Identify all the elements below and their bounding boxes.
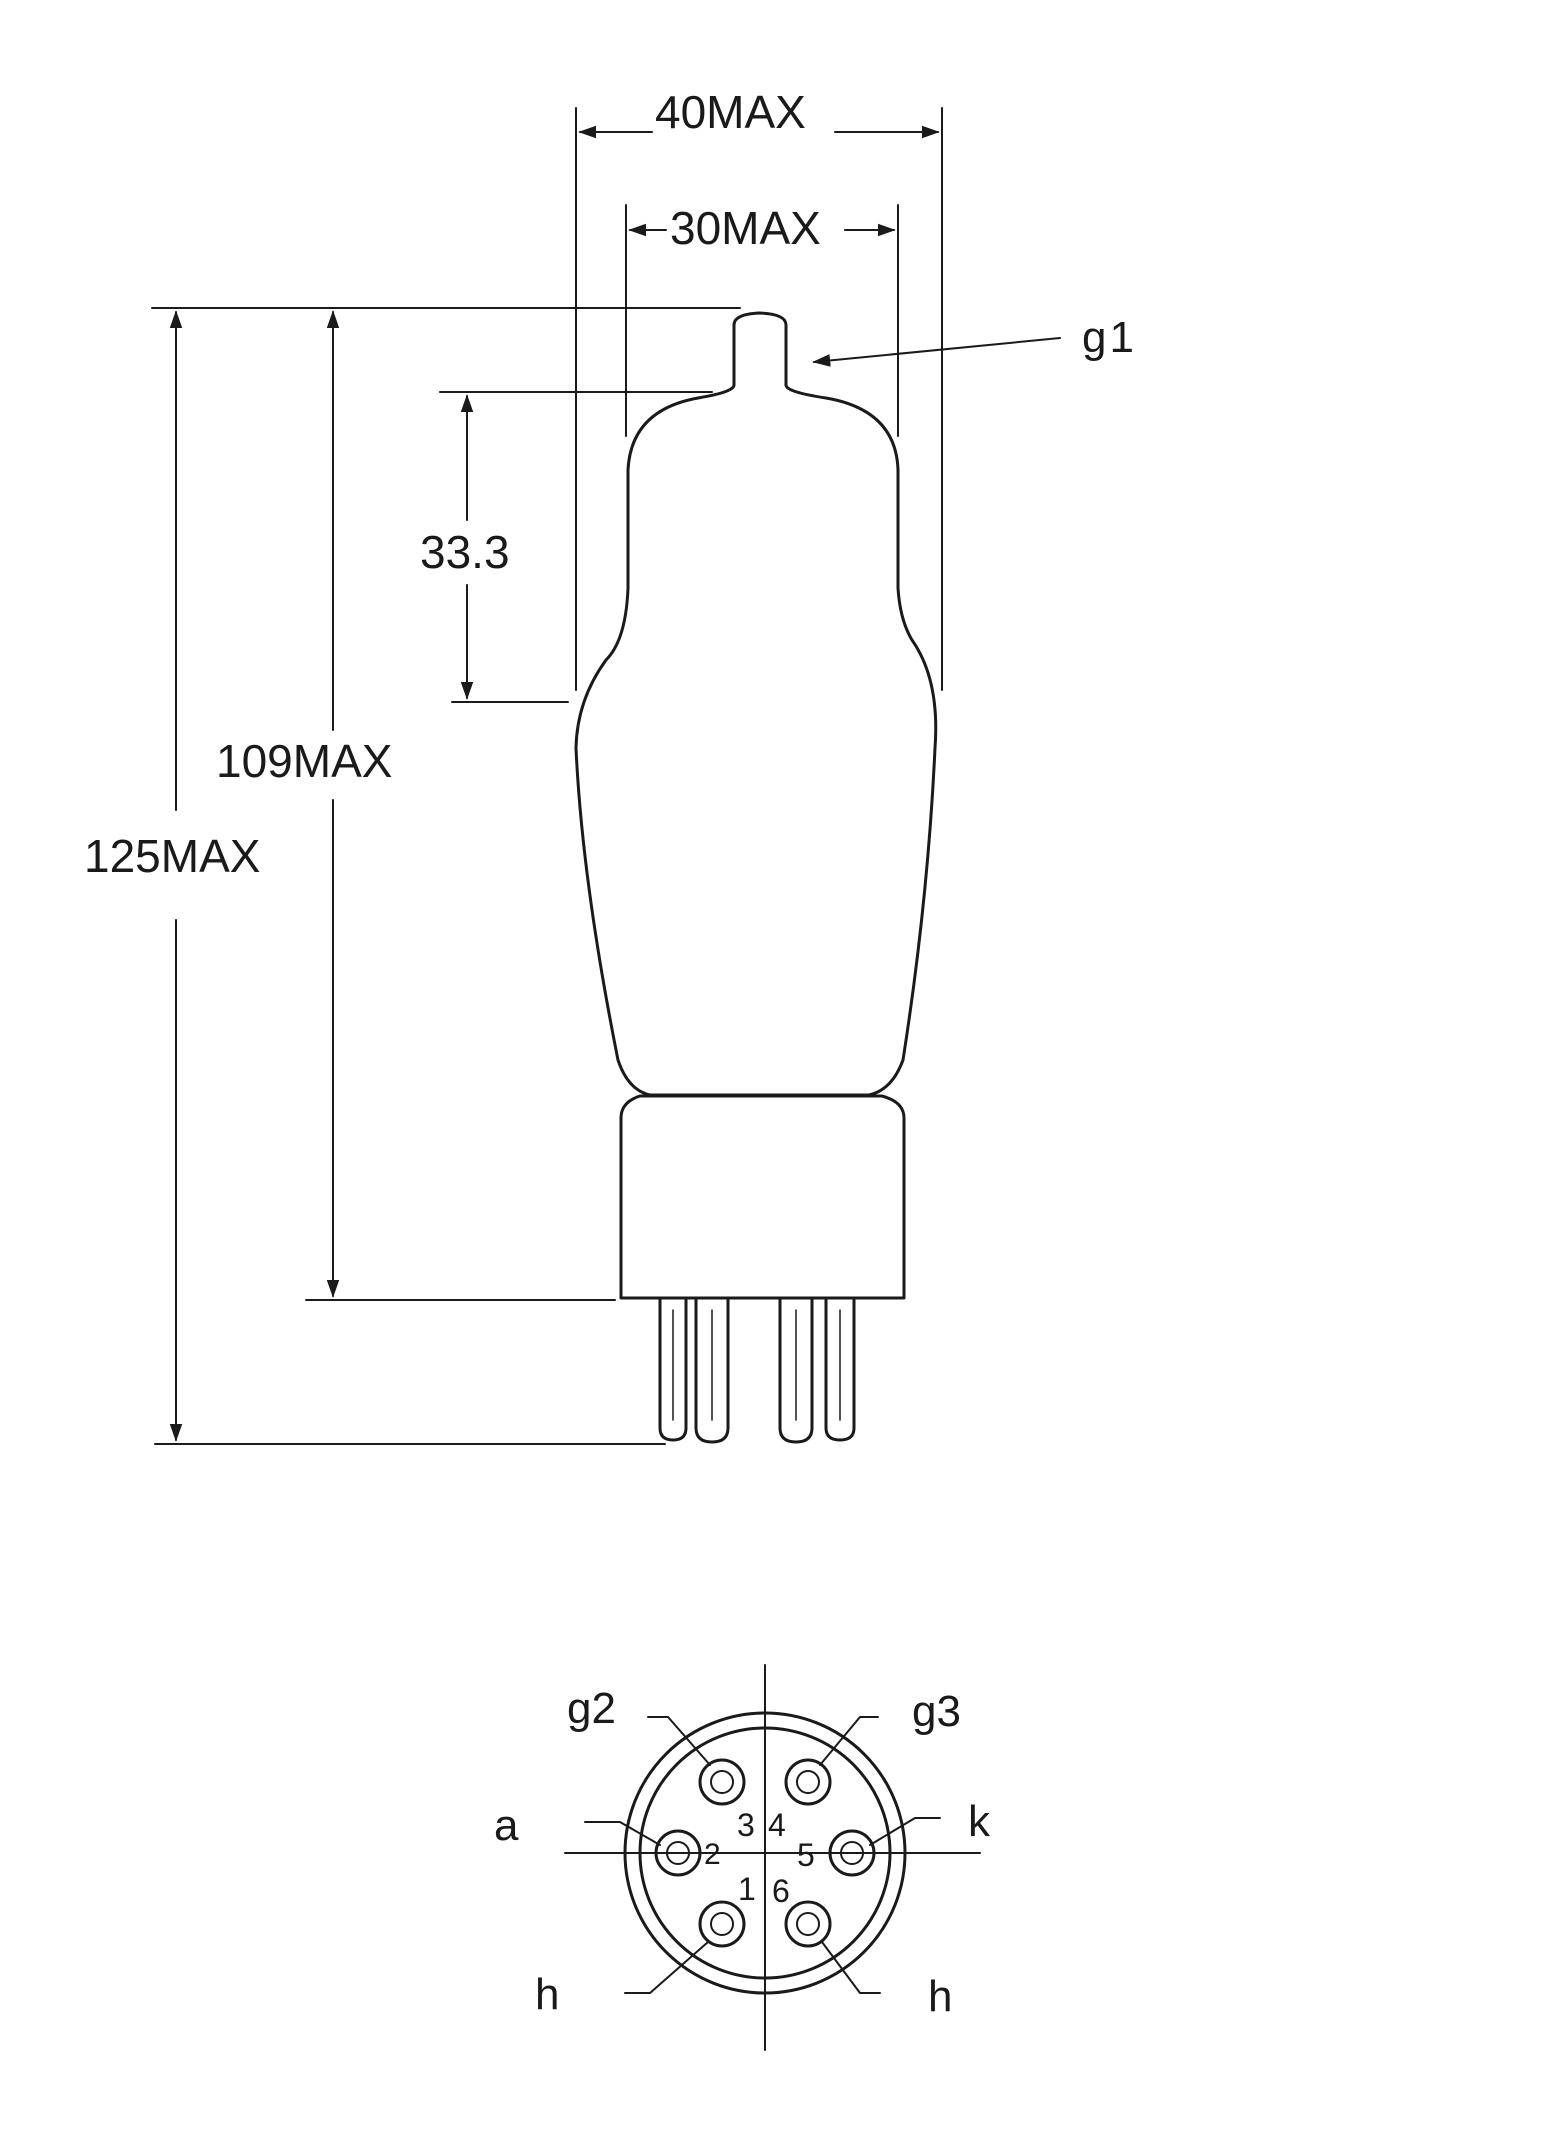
pin-label-h-right: h [928, 1972, 952, 2021]
dim-shoulder-height: 33.3 [420, 526, 510, 578]
tube-body [574, 311, 938, 1444]
pin-number-1: 1 [738, 1871, 756, 1907]
pin-2-circle [654, 1829, 702, 1877]
pin-number-4: 4 [768, 1807, 786, 1843]
dim-overall-width: 40MAX [655, 86, 806, 138]
pin-6-circle [784, 1900, 832, 1948]
pin-3-circle [698, 1758, 746, 1806]
pin-number-3: 3 [737, 1807, 755, 1843]
dim-seated-height: 109MAX [216, 735, 392, 787]
pin-label-h-left: h [535, 1970, 559, 2019]
pin-label-g3: g3 [912, 1687, 961, 1736]
dim-total-height: 125MAX [84, 830, 260, 882]
dim-bulb-width: 30MAX [670, 202, 821, 254]
dimension-lines [151, 107, 1061, 1445]
top-cap-label: g1 [1082, 313, 1137, 362]
pin-label-g2: g2 [567, 1684, 616, 1733]
pin-number-2: 2 [704, 1838, 721, 1871]
pin-number-5: 5 [797, 1837, 815, 1873]
pin-1-circle [698, 1900, 746, 1948]
pin-label-k: k [968, 1797, 991, 1846]
pin-label-a: a [494, 1801, 519, 1850]
pin-4-circle [784, 1758, 832, 1806]
base-pin-diagram [564, 1664, 981, 2051]
pin-number-6: 6 [772, 1873, 790, 1909]
pin-5-circle [828, 1829, 876, 1877]
